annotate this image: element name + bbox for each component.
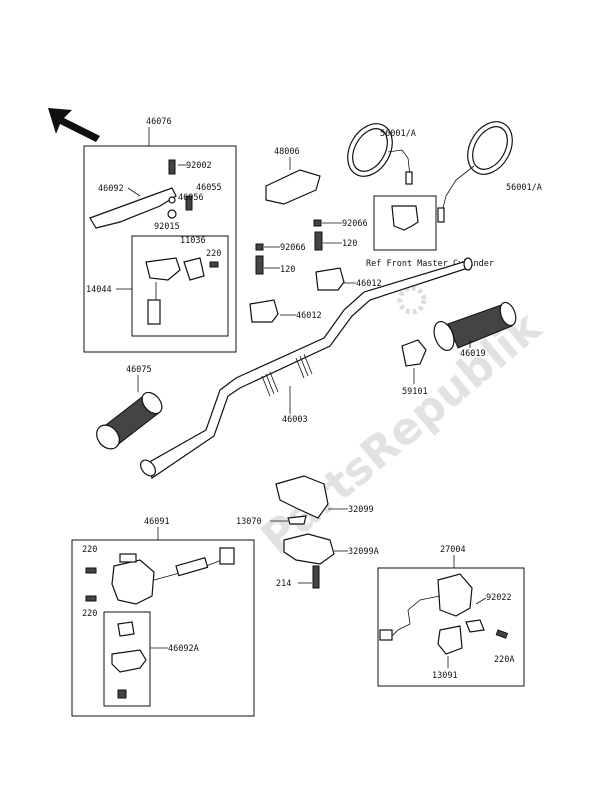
lever-box-frame (83, 145, 237, 353)
label-46012-upper: 46012 (356, 279, 382, 289)
label-46012-lower: 46012 (296, 311, 322, 321)
label-92022: 92022 (486, 593, 512, 603)
screw-220-lower-part (85, 595, 97, 602)
master-cylinder-clamp-part (391, 205, 419, 231)
label-13091: 13091 (432, 671, 458, 681)
lever-46092a-part (111, 649, 147, 673)
left-switch-housing-part (111, 547, 235, 605)
bolt-214-part (312, 565, 320, 589)
lever-assembly-box (83, 127, 237, 353)
label-13070: 13070 (236, 517, 262, 527)
label-48006: 48006 (274, 147, 300, 157)
adjuster-46055-part (185, 195, 193, 211)
label-46019: 46019 (460, 349, 486, 359)
label-14044: 14044 (86, 285, 112, 295)
label-56001a-left: 56001/A (380, 129, 416, 139)
right-switch-housing-part (379, 573, 473, 641)
label-214: 214 (276, 579, 291, 589)
screw-220-upper-part (85, 567, 97, 574)
label-92066-lower: 92066 (280, 243, 306, 253)
clamp-92022-part (465, 619, 485, 633)
label-92002: 92002 (186, 161, 212, 171)
label-46091: 46091 (144, 517, 170, 527)
lever-bolt-part (117, 689, 127, 699)
throttle-cover-59101-part (401, 339, 427, 367)
clutch-switch-part (145, 257, 181, 281)
left-mirror-part (347, 123, 413, 185)
label-46076: 46076 (146, 117, 172, 127)
screw-220-part (209, 261, 219, 268)
label-220-top: 220 (206, 249, 221, 259)
washer-92066-lower-part (255, 243, 264, 251)
switch-bracket-part (183, 257, 205, 281)
label-ref-front-master: Ref Front Master Cylinder (366, 259, 494, 269)
bolt-120-lower-part (255, 255, 264, 275)
lower-housing-13091-part (437, 625, 463, 655)
label-46075: 46075 (126, 365, 152, 375)
label-32099: 32099 (348, 505, 374, 515)
label-46055: 46055 (196, 183, 222, 193)
label-120-upper: 120 (342, 239, 357, 249)
lever-holder-part (117, 621, 135, 637)
screw-220a-part (495, 629, 509, 639)
bolt-120-upper-part (314, 231, 323, 251)
label-92015: 92015 (154, 222, 180, 232)
label-120-lower: 120 (280, 265, 295, 275)
label-56001a-right: 56001/A (506, 183, 542, 193)
left-grip-part (96, 391, 163, 450)
holder-46012-lower-part (249, 299, 279, 323)
handlebar-part (140, 257, 473, 479)
clutch-lever-part (89, 187, 177, 229)
holder-46012-upper-part (315, 267, 345, 291)
label-220-left-lower: 220 (82, 609, 97, 619)
switch-sub-box (131, 235, 229, 337)
label-46092a: 46092A (168, 644, 199, 654)
connector-part (147, 299, 161, 325)
watermark-gear-icon (397, 285, 427, 315)
direction-arrow-icon (48, 108, 100, 142)
right-switch-box (377, 567, 525, 687)
lever-guard-part (265, 169, 321, 205)
label-220a: 220A (494, 655, 514, 665)
label-27004: 27004 (440, 545, 466, 555)
right-grip-part (433, 301, 517, 352)
washer-92066-upper-part (313, 219, 322, 227)
housing-32099a-part (283, 533, 335, 565)
bolt-92002-part (168, 159, 176, 175)
label-46092: 46092 (98, 184, 124, 194)
label-11036: 11036 (180, 236, 206, 246)
pad-13070-part (287, 515, 307, 525)
lever-sub-box (103, 611, 151, 707)
label-220-left-upper: 220 (82, 545, 97, 555)
ref-master-box (373, 195, 437, 251)
label-32099a: 32099A (348, 547, 379, 557)
label-46056: 46056 (178, 193, 204, 203)
label-92066-upper: 92066 (342, 219, 368, 229)
label-46003: 46003 (282, 415, 308, 425)
nut-92015-part (167, 209, 177, 219)
label-59101: 59101 (402, 387, 428, 397)
housing-32099-part (275, 475, 329, 519)
right-mirror-part (437, 121, 513, 223)
switch-assembly-box (71, 539, 255, 717)
nut-46056-part (168, 196, 176, 204)
